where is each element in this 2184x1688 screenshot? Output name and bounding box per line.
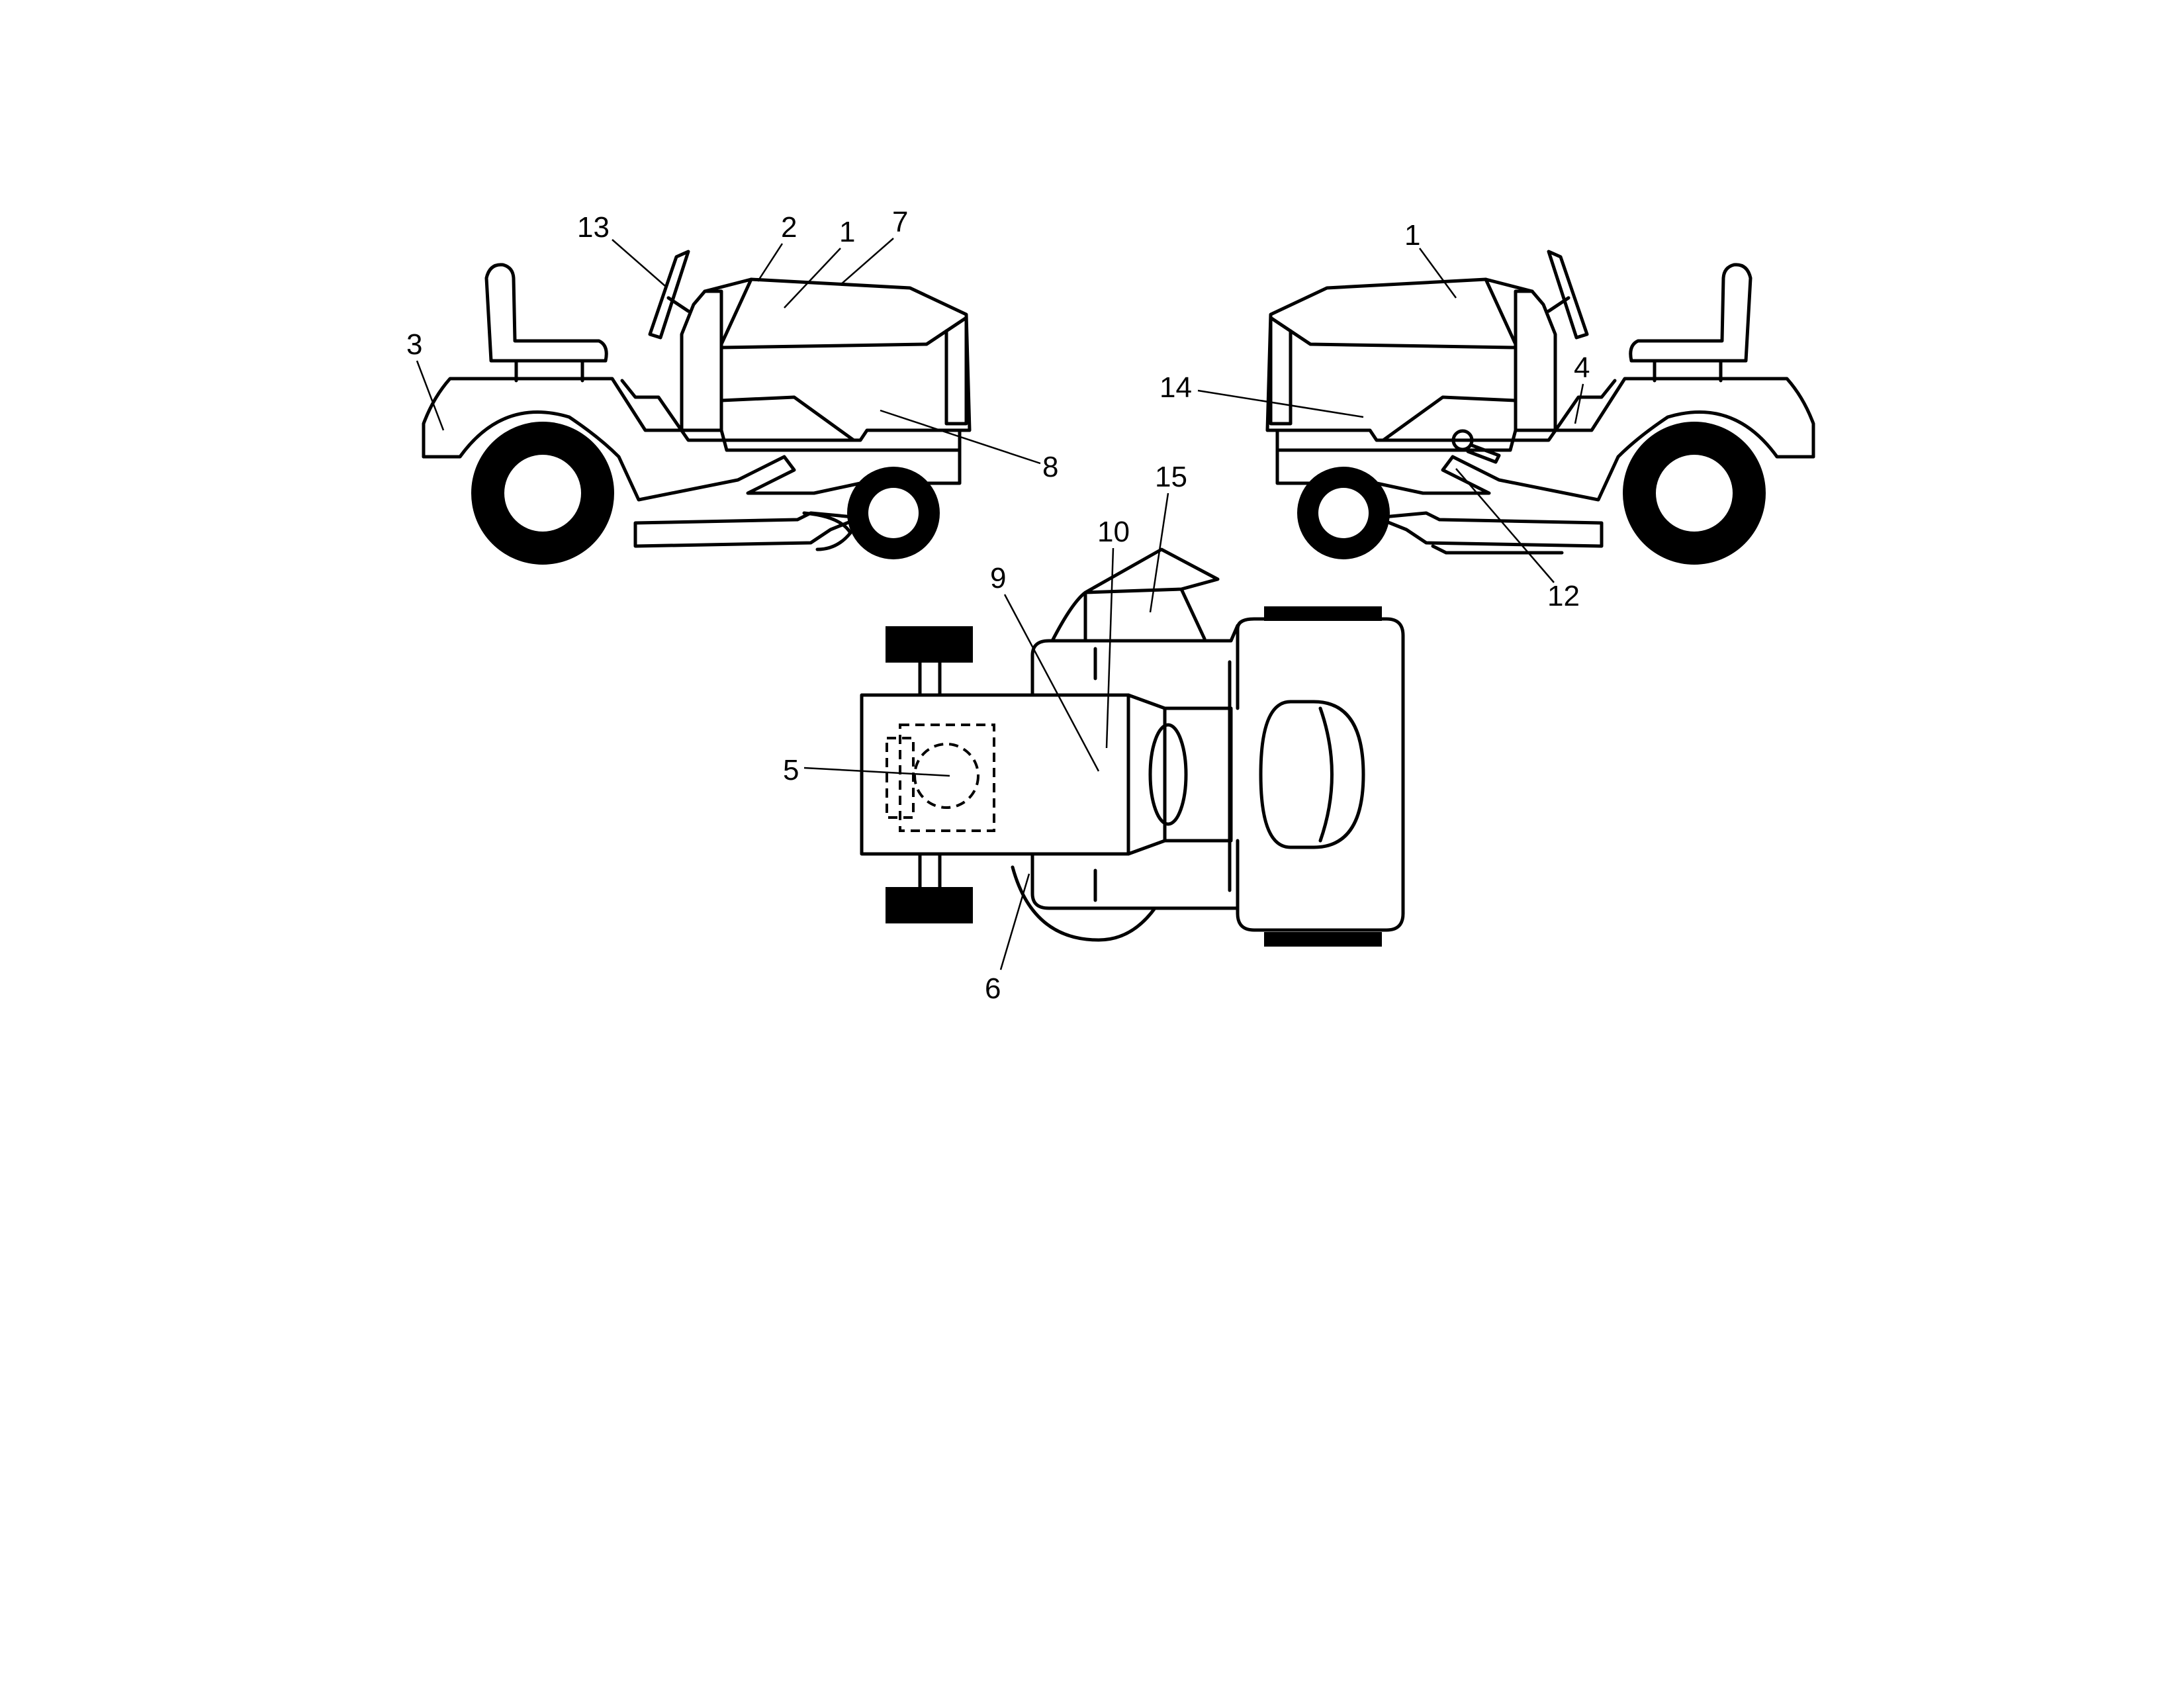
leader-8	[880, 409, 1041, 465]
hood-panel-line	[719, 329, 948, 350]
callout-14: 14	[1160, 371, 1192, 404]
steering-column	[680, 289, 723, 432]
front-tire-top	[886, 626, 973, 663]
tractor-left-side-view: 13 2 1 7 3 8	[406, 206, 1058, 565]
steering-column	[1514, 289, 1557, 432]
seat-back-curve	[1318, 706, 1334, 843]
leader-9	[1003, 594, 1100, 772]
mower-deck	[633, 511, 862, 548]
callout-3: 3	[406, 328, 422, 361]
steering-wheel	[1547, 250, 1589, 340]
callout-9: 9	[990, 562, 1006, 594]
leader-1-right	[1418, 248, 1457, 299]
leader-15	[1149, 492, 1169, 613]
callout-1-right: 1	[1404, 219, 1420, 252]
seat	[484, 263, 608, 363]
deck-underside	[1431, 544, 1564, 555]
hood	[703, 277, 972, 432]
front-wheel-hub	[1318, 488, 1369, 538]
mower-deck	[1375, 511, 1604, 548]
leader-7	[840, 238, 894, 285]
leader-2	[756, 243, 784, 282]
left-panel	[1030, 624, 1240, 710]
battery-outline	[899, 724, 995, 832]
steering-shaft	[1547, 296, 1570, 313]
leader-12	[1455, 468, 1555, 583]
leader-3	[416, 360, 445, 431]
mower-deck-arc	[1011, 865, 1157, 942]
seat	[1629, 263, 1752, 363]
grille	[1269, 316, 1293, 426]
callout-15: 15	[1155, 461, 1187, 493]
callout-12: 12	[1547, 580, 1580, 612]
lift-lever	[1466, 443, 1501, 464]
lift-lever-knob	[1451, 429, 1474, 451]
leader-1-left	[784, 248, 841, 308]
callout-6: 6	[985, 972, 1001, 1005]
front-axle	[918, 661, 942, 889]
callout-7: 7	[892, 206, 908, 238]
rear-fender	[1275, 377, 1815, 459]
dash-top	[1126, 693, 1167, 856]
callout-2: 2	[781, 211, 797, 244]
frame-lower	[1275, 410, 1815, 502]
engine-outline	[913, 743, 979, 809]
rear-fender	[422, 377, 962, 459]
callout-8: 8	[1042, 451, 1058, 483]
hood-side	[1381, 277, 1518, 442]
leader-13	[612, 239, 666, 287]
discharge-chute	[1050, 547, 1220, 643]
steering-wheel-top	[1148, 723, 1188, 826]
hood	[1265, 277, 1534, 432]
rear-body-top	[1236, 617, 1405, 932]
tractor-right-side-view: 1 14 4 12	[1160, 219, 1815, 612]
callout-4: 4	[1574, 352, 1590, 384]
front-wheel-hub	[868, 488, 919, 538]
callout-5: 5	[783, 754, 799, 786]
leader-6	[999, 873, 1030, 970]
rear-wheel-hub	[504, 455, 581, 532]
tractor-top-view: 15 10 9 5 6	[783, 461, 1405, 1005]
deck-chute	[802, 511, 852, 551]
hood-side	[719, 277, 856, 442]
callout-13: 13	[577, 211, 610, 244]
callout-1-left: 1	[839, 216, 855, 248]
grille	[944, 316, 968, 426]
battery-tray-outline	[886, 737, 915, 819]
rear-wheel-hub	[1656, 455, 1733, 532]
leader-14	[1197, 389, 1364, 418]
frame-lower	[422, 410, 962, 502]
rear-tire-bottom	[1264, 932, 1382, 947]
right-panel	[1030, 839, 1240, 910]
leader-10	[1105, 547, 1115, 749]
steering-shaft	[666, 296, 690, 313]
front-tire-bottom	[886, 887, 973, 923]
hood-panel-line	[1289, 329, 1518, 350]
seat-top	[1259, 700, 1365, 849]
callout-10: 10	[1097, 516, 1130, 548]
steering-wheel	[648, 250, 690, 340]
leader-5	[803, 767, 950, 777]
leader-4	[1574, 383, 1584, 424]
